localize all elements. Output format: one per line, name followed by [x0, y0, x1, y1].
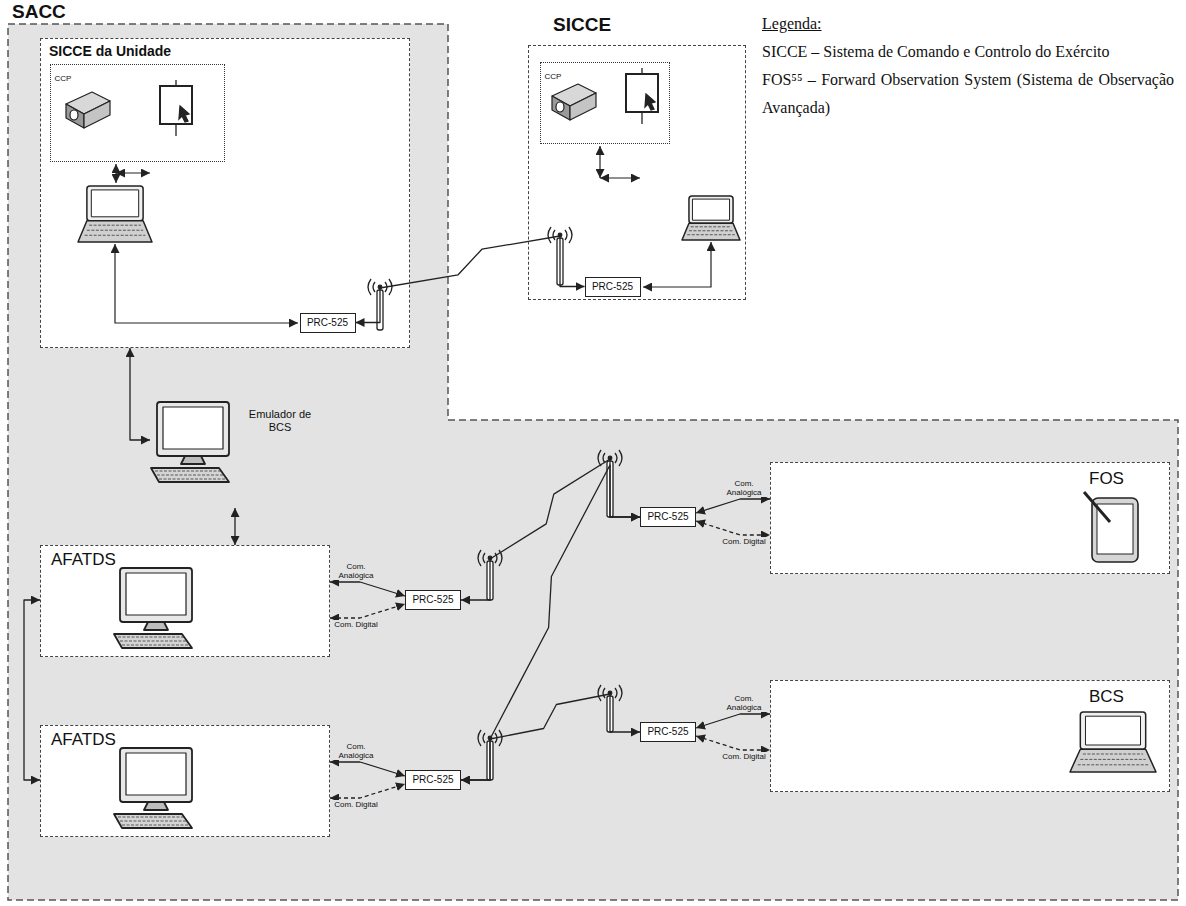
radio-box: PRC-525: [640, 722, 696, 742]
connector: [696, 736, 770, 750]
node-title: SICCE: [553, 14, 611, 36]
laptop-icon: [1070, 712, 1156, 772]
box-fill: [40, 38, 410, 348]
radio-box: PRC-525: [405, 590, 461, 610]
box-fill: [540, 62, 670, 144]
legend-heading: Legenda:: [762, 10, 1174, 38]
connector: [130, 348, 150, 440]
edge-label: Com. Digital: [720, 537, 768, 546]
node-title: Emulador de BCS: [244, 408, 316, 434]
node-title: PRC-525: [647, 726, 688, 738]
projector-icon: [552, 84, 596, 120]
box-fill: [770, 680, 1170, 792]
internal-arrow: [643, 242, 711, 287]
internal-arrow: [115, 244, 298, 323]
box-fill: [40, 545, 330, 657]
ccp-box: CCP: [540, 62, 670, 144]
edge-label: Com. Analógica: [332, 562, 380, 580]
edge-label: Com. Digital: [332, 800, 380, 809]
station-box: FOS: [770, 462, 1170, 574]
edge-label: Com. Analógica: [720, 694, 768, 712]
legend: Legenda:SICCE – Sistema de Comando e Con…: [762, 10, 1174, 122]
emulator-node: Emulador de BCS: [150, 398, 325, 508]
system-box: SICCE da UnidadeCCP PRC-525: [40, 38, 410, 348]
radio-box: PRC-525: [300, 313, 356, 333]
radio-box: PRC-525: [405, 770, 461, 790]
internal-arrow: [600, 177, 640, 178]
connector: [696, 714, 770, 728]
connector: [330, 784, 405, 798]
node-title: CCP: [55, 74, 72, 83]
connector: [461, 459, 640, 600]
node-title: AFATDS: [51, 550, 116, 570]
edge-label: Com. Analógica: [332, 742, 380, 760]
node-title: PRC-525: [412, 774, 453, 786]
box-fill: [50, 64, 225, 162]
sacc-outline: [8, 24, 1178, 900]
node-title: PRC-525: [592, 281, 633, 293]
connector: [330, 762, 405, 776]
connector: [330, 604, 405, 618]
legend-text: SICCE – Sistema de Comando e Controlo do…: [762, 38, 1174, 66]
legend-text: FOS⁵⁵ – Forward Observation System (Sist…: [762, 66, 1174, 122]
desktop-computer-icon: [114, 748, 192, 828]
connector: [696, 499, 770, 513]
node-title: PRC-525: [307, 317, 348, 329]
desktop-computer-icon: [151, 402, 229, 482]
ccp-box: CCP: [50, 64, 225, 162]
legend-row: FOS⁵⁵ – Forward Observation System (Sist…: [762, 66, 1174, 122]
node-title: PRC-525: [412, 594, 453, 606]
projector-icon: [66, 92, 110, 128]
projection-screen-icon: [626, 68, 658, 124]
node-title: PRC-525: [647, 511, 688, 523]
node-title: BCS: [1089, 687, 1124, 707]
box-fill: [528, 45, 746, 300]
radio-box: PRC-525: [640, 507, 696, 527]
sacc-region: SACCSICCE da UnidadeCCPPRC-525Emulador d…: [8, 0, 1180, 902]
radio-box: PRC-525: [585, 277, 641, 297]
edge-label: Com. Analógica: [720, 479, 768, 497]
system-box: SICCECCPPRC-525: [528, 45, 746, 300]
laptop-icon: [682, 196, 740, 240]
edge-label: Com. Digital: [332, 620, 380, 629]
station-box: AFATDS: [40, 545, 330, 657]
box-fill: [40, 725, 330, 837]
edge-label: Com. Digital: [720, 752, 768, 761]
internal-arrow: [599, 146, 600, 178]
connector: [24, 600, 40, 780]
station-box: BCS: [770, 680, 1170, 792]
internal-arrow: [116, 172, 150, 173]
node-title: SICCE da Unidade: [49, 43, 171, 60]
node-title: SACC: [12, 1, 66, 22]
desktop-computer-icon: [114, 568, 192, 648]
node-title: AFATDS: [51, 730, 116, 750]
connector: [696, 521, 770, 535]
box-fill: [770, 462, 1170, 574]
projection-screen-icon: [160, 80, 192, 136]
connector: [330, 582, 405, 596]
laptop-icon: [78, 186, 152, 242]
station-box: AFATDS: [40, 725, 330, 837]
node-title: CCP: [545, 72, 562, 81]
tablet-icon: [1084, 492, 1138, 562]
connector: [461, 465, 640, 780]
connector: [234, 508, 235, 545]
legend-row: SICCE – Sistema de Comando e Controlo do…: [762, 38, 1174, 66]
connector: [461, 694, 640, 780]
connector: [356, 236, 585, 323]
node-title: FOS: [1089, 469, 1124, 489]
